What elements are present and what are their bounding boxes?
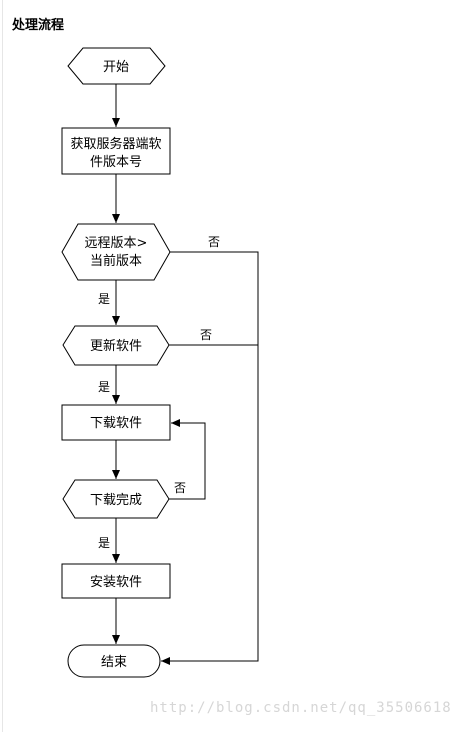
update-yes-label: 是 bbox=[98, 380, 110, 394]
update-label: 更新软件 bbox=[90, 338, 142, 354]
start-label: 开始 bbox=[103, 60, 129, 75]
end-label: 结束 bbox=[101, 655, 127, 670]
update-decision: 更新软件 bbox=[62, 325, 170, 366]
compare-yes-label: 是 bbox=[98, 292, 110, 306]
compare-no-label: 否 bbox=[208, 235, 220, 249]
compare-label-line1: 远程版本> bbox=[85, 236, 148, 251]
compare-version-decision: 远程版本> 当前版本 bbox=[61, 223, 171, 281]
install-node: 安装软件 bbox=[61, 563, 171, 599]
edge-done-no-loop bbox=[169, 419, 206, 500]
done-no-label: 否 bbox=[174, 481, 186, 495]
download-done-label: 下载完成 bbox=[90, 493, 142, 508]
edge-compare-no-to-end bbox=[161, 251, 259, 665]
download-node: 下载软件 bbox=[61, 404, 171, 441]
update-no-label: 否 bbox=[200, 328, 212, 342]
page-title: 处理流程 bbox=[12, 18, 65, 33]
left-border bbox=[2, 0, 3, 732]
get-version-label-line2: 件版本号 bbox=[90, 155, 142, 170]
download-label: 下载软件 bbox=[90, 416, 142, 431]
watermark-url: http://blog.csdn.net/qq_35506618 bbox=[150, 700, 452, 716]
start-node: 开始 bbox=[67, 47, 166, 85]
download-done-decision: 下载完成 bbox=[62, 479, 170, 519]
done-yes-label: 是 bbox=[98, 536, 110, 550]
get-version-node: 获取服务器端软 件版本号 bbox=[61, 127, 171, 175]
compare-label-line2: 当前版本 bbox=[90, 253, 142, 269]
install-label: 安装软件 bbox=[90, 575, 142, 590]
end-node: 结束 bbox=[67, 644, 161, 678]
get-version-label-line1: 获取服务器端软 bbox=[70, 136, 161, 152]
